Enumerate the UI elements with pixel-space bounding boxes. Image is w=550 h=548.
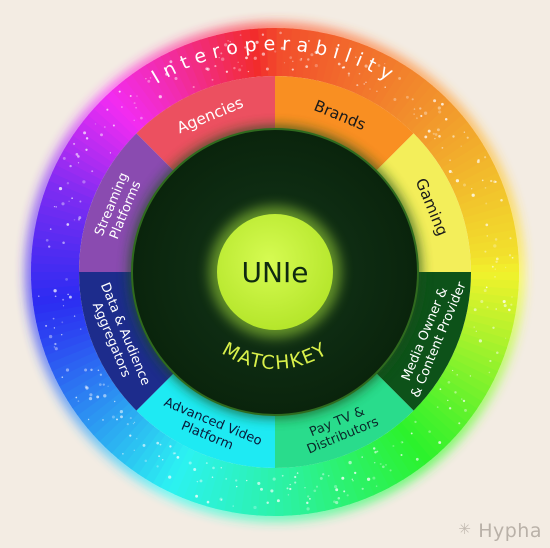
brand-mark: Hypha bbox=[458, 520, 542, 543]
ring-sparkles bbox=[38, 31, 514, 511]
segment-wedge bbox=[136, 373, 275, 468]
segment-wedge bbox=[275, 76, 414, 171]
segment-wedge bbox=[79, 272, 174, 411]
hypha-logo-icon bbox=[458, 520, 472, 538]
brand-name: Hypha bbox=[478, 520, 542, 542]
center-label: UNIe bbox=[242, 256, 309, 289]
segment-5: Advanced VideoPlatform bbox=[136, 373, 275, 468]
core-lime-disc bbox=[217, 214, 333, 330]
segment-wedge bbox=[376, 133, 471, 272]
outer-ring bbox=[27, 24, 523, 520]
segment-wedge bbox=[376, 272, 471, 411]
segment-2: Gaming bbox=[376, 133, 471, 272]
segment-wedge bbox=[275, 373, 414, 468]
segment-0: Agencies bbox=[136, 76, 275, 171]
segment-1: Brands bbox=[275, 76, 414, 171]
segment-wedge bbox=[136, 76, 275, 171]
segment-wedge bbox=[79, 133, 174, 272]
